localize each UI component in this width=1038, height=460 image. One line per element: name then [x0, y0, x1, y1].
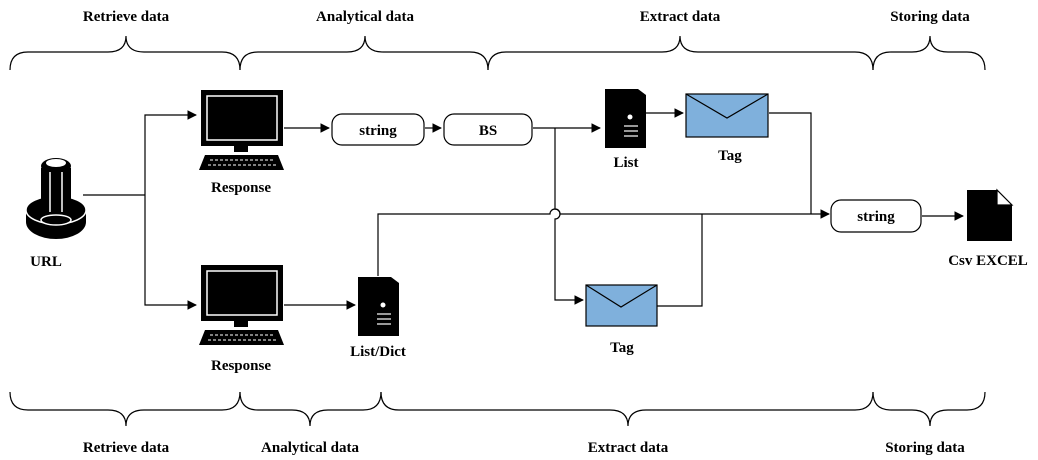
stage-label-top-extract: Extract data [640, 9, 721, 25]
connector-listdict-to-output [377, 208, 830, 276]
response-bottom-node: Response [199, 265, 284, 374]
document-file-icon [967, 188, 1014, 241]
tag-top-node: Tag [685, 93, 769, 164]
string-top-label: string [359, 123, 397, 139]
csv-excel-node: Csv EXCEL [948, 188, 1028, 269]
stage-label-bottom-analytical: Analytical data [261, 440, 359, 456]
bottom-braces [9, 391, 986, 427]
brace-bottom-storing [872, 391, 986, 427]
stage-label-top-storing: Storing data [890, 9, 970, 25]
brace-bottom-extract [380, 391, 874, 427]
bs-label: BS [479, 123, 497, 139]
url-label: URL [30, 254, 62, 270]
response-top-node: Response [199, 90, 284, 196]
stage-label-top-retrieve: Retrieve data [83, 9, 170, 25]
listdict-node: List/Dict [350, 277, 406, 360]
connectors [83, 108, 964, 310]
tag-top-label: Tag [718, 148, 742, 164]
stage-label-top-analytical: Analytical data [316, 9, 414, 25]
list-node: List [605, 89, 646, 171]
listdict-label: List/Dict [350, 344, 406, 360]
brace-top-storing [872, 35, 986, 71]
tag-bottom-label: Tag [610, 340, 634, 356]
response-top-label: Response [211, 180, 271, 196]
computer-monitor-keyboard-icon [199, 265, 284, 345]
bs-node: BS [443, 113, 533, 146]
top-braces [9, 35, 986, 71]
connector-tag-bottom-to-output [657, 214, 703, 307]
brace-bottom-analytical [239, 391, 382, 427]
brace-top-extract [487, 35, 874, 71]
stage-label-bottom-retrieve: Retrieve data [83, 440, 170, 456]
response-bottom-label: Response [211, 358, 271, 374]
connector-tag-to-output [769, 112, 812, 214]
brace-top-retrieve [9, 35, 241, 71]
computer-monitor-keyboard-icon [199, 90, 284, 170]
tag-bottom-node: Tag [585, 284, 658, 356]
envelope-icon [685, 93, 769, 138]
database-cylinder-icon [25, 158, 87, 239]
connector-branch-to-response-bottom [144, 195, 197, 310]
string-top-node: string [331, 113, 425, 146]
brace-top-analytical [239, 35, 489, 71]
string-output-node: string [830, 199, 922, 233]
list-label: List [613, 155, 638, 171]
server-tower-icon [605, 89, 646, 148]
stage-label-bottom-extract: Extract data [588, 440, 669, 456]
connector-branch-to-response-top [144, 110, 197, 195]
string-output-label: string [857, 209, 895, 225]
stage-label-bottom-storing: Storing data [885, 440, 965, 456]
server-tower-icon [358, 277, 399, 336]
csv-excel-label: Csv EXCEL [948, 253, 1028, 269]
envelope-icon [585, 284, 658, 327]
brace-bottom-retrieve [9, 391, 241, 427]
url-node: URL [25, 158, 87, 270]
